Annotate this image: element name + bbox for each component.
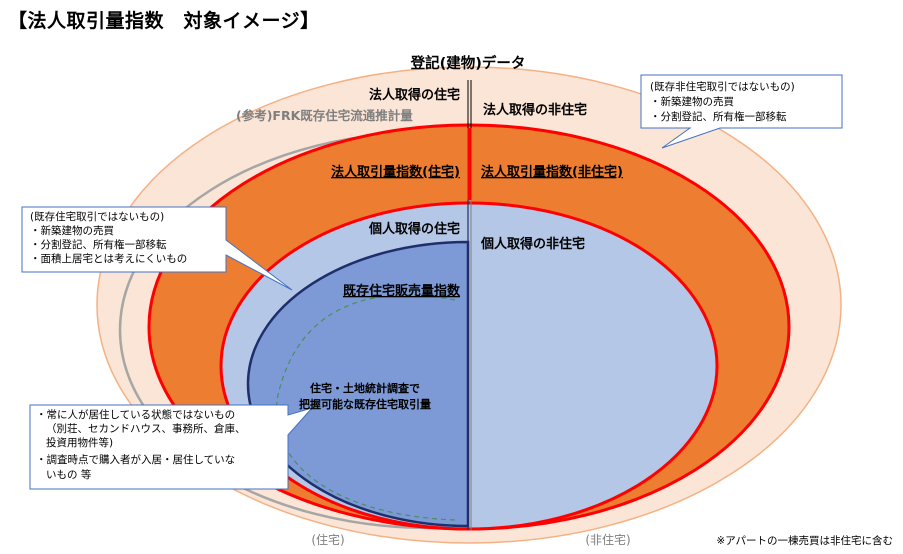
note-left-mid-0: (既存住宅取引ではないもの) — [30, 210, 164, 223]
callout-top-right — [640, 74, 843, 149]
label-registration-data: 登記(建物)データ — [410, 54, 526, 72]
label-corp-index-residential: 法人取引量指数(住宅) — [331, 164, 460, 180]
label-bottom-nonresidential: (非住宅) — [585, 532, 630, 547]
note-left-bottom-2: 投資用物件等) — [46, 436, 113, 449]
callout-left-mid — [21, 206, 293, 291]
note-top-right-1: ・新築建物の売買 — [650, 95, 734, 108]
label-individual-nonresidential: 個人取得の非住宅 — [480, 236, 585, 252]
note-left-bottom-0: ・常に人が居住している状態ではないもの — [36, 408, 235, 421]
callout-left-bottom — [29, 404, 314, 490]
label-survey-line1: 住宅・土地統計調査で — [310, 381, 420, 395]
existing-sales-index-area — [246, 240, 470, 528]
note-left-bottom-3: ・調査時点で購入者が入居・居住していな — [36, 453, 235, 466]
footnote: ※アパートの一棟売買は非住宅に含む — [716, 534, 893, 547]
label-bottom-residential: (住宅) — [311, 532, 344, 547]
note-left-mid-3: ・面積上居宅とは考えにくいもの — [30, 252, 187, 265]
label-corp-residential: 法人取得の住宅 — [369, 87, 460, 103]
label-frk-reference: (参考)FRK既存住宅流通推計量 — [236, 108, 413, 123]
label-existing-sales-index: 既存住宅販売量指数 — [343, 283, 461, 299]
label-individual-residential: 個人取得の住宅 — [368, 221, 460, 237]
note-top-right-2: ・分割登記、所有権一部移転 — [650, 110, 787, 123]
note-left-mid-1: ・新築建物の売買 — [30, 224, 114, 237]
survey-dashed-boundary — [275, 294, 456, 521]
page-title: 【法人取引量指数 対象イメージ】 — [8, 10, 320, 32]
note-left-bottom-1: （別荘、セカンドハウス、事務所、倉庫、 — [46, 422, 246, 435]
label-survey-line2: 把握可能な既存住宅取引量 — [299, 397, 431, 411]
note-left-bottom-4: いもの 等 — [46, 468, 92, 481]
label-corp-nonresidential: 法人取得の非住宅 — [483, 102, 587, 118]
note-top-right-0: (既存非住宅取引ではないもの) — [650, 80, 795, 93]
note-left-mid-2: ・分割登記、所有権一部移転 — [30, 238, 167, 251]
label-corp-index-nonresidential: 法人取引量指数(非住宅) — [481, 164, 623, 180]
